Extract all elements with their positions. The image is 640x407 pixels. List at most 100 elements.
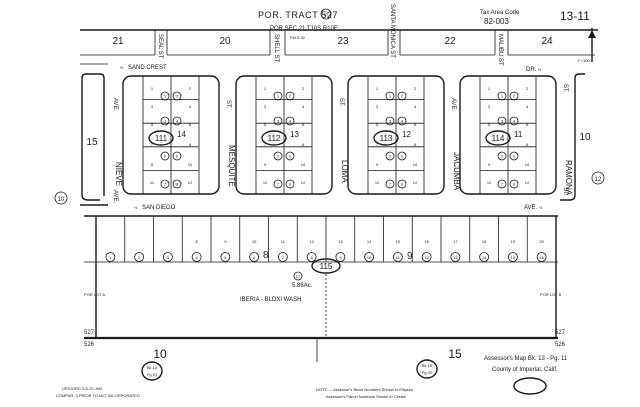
strip-parcel-circle xyxy=(162,252,173,262)
header-circle-ref: 07 xyxy=(324,12,329,17)
parcel-number: 6 xyxy=(176,154,179,159)
parcel-circle xyxy=(385,116,395,126)
strip-parcel-number: 6 xyxy=(253,255,256,260)
jacumba-street-label: JACUMBA xyxy=(452,152,461,191)
strip-parcel-number: 1 xyxy=(109,255,112,260)
strip-lot-number: 12 xyxy=(309,239,314,244)
left-block-number: 15 xyxy=(86,137,98,148)
top-block-2: 20 xyxy=(219,36,231,47)
ramona-st-top: ST. xyxy=(562,84,568,93)
strip-parcel-circle xyxy=(536,252,547,262)
strip-parcel-number: 8 xyxy=(311,255,314,260)
parcel-circle xyxy=(497,91,507,101)
lot-number-left: 11 xyxy=(487,180,492,185)
lot-number-left: 7 xyxy=(376,142,379,147)
updated-note: UPDATED 3-5-70 JMS xyxy=(62,386,103,391)
lot-number-right: 2 xyxy=(414,86,417,91)
top-block-3: 23 xyxy=(337,36,349,47)
lot-number-right: 4 xyxy=(302,104,305,109)
strip-parcel-circle xyxy=(392,252,403,262)
strip-parcel-circle xyxy=(364,252,375,262)
parcel-number: 1 xyxy=(389,94,392,99)
strip-lot-number: 17 xyxy=(453,239,458,244)
lot-number-right: 12 xyxy=(413,180,418,185)
lot-number-right: 8 xyxy=(414,142,417,147)
block-ellipse xyxy=(485,130,511,146)
bottom-block-right: 15 xyxy=(448,347,462,361)
block-115-number: 115 xyxy=(320,262,333,271)
lot-number-right: 8 xyxy=(526,142,529,147)
right-side-circle xyxy=(591,171,605,185)
scale-note: 1"=100' xyxy=(577,58,591,63)
parcel-number: 3 xyxy=(389,119,392,124)
parcel-number: 5 xyxy=(389,154,392,159)
strip-parcel-number: 15 xyxy=(511,255,516,260)
lot-number-right: 2 xyxy=(302,86,305,91)
sand-crest-label: SAND CREST xyxy=(128,65,167,71)
sand-crest-half: ½ xyxy=(120,65,124,70)
svg-text:Pg 01: Pg 01 xyxy=(147,372,158,377)
parcel-number: 7 xyxy=(277,182,280,187)
lot-number-left: 5 xyxy=(264,122,267,127)
lot-number-left: 5 xyxy=(376,122,379,127)
left-side-circle xyxy=(54,191,68,205)
parcel-number: 3 xyxy=(164,119,167,124)
strip-parcel-number: 10 xyxy=(367,255,372,260)
tract-north-left: 527 xyxy=(84,330,95,336)
block-id: 113 xyxy=(380,134,393,143)
lot-number-left: 7 xyxy=(488,142,491,147)
lot-number-right: 4 xyxy=(189,104,192,109)
strip-parcel-circle xyxy=(421,252,432,262)
strip-parcel-number: 5 xyxy=(224,255,227,260)
lot-number-right: 12 xyxy=(301,180,306,185)
parcel-number: 2 xyxy=(513,94,516,99)
lot-number-left: 11 xyxy=(150,180,155,185)
strip-parcel-circle xyxy=(105,252,116,262)
lot-number-right: 8 xyxy=(302,142,305,147)
parcel-circle xyxy=(172,91,182,101)
mesquite-street-label: MESQUITE xyxy=(227,145,236,187)
parcel-circle xyxy=(172,116,182,126)
strip-parcel-number: 3 xyxy=(167,255,170,260)
book-ref-right: Bk 16 Pg 02 xyxy=(416,359,438,379)
header-circle xyxy=(320,8,332,20)
strip-parcel-circle xyxy=(191,252,202,262)
note-ellipses: NOTE — Assessor's Block Numbers Shown in… xyxy=(316,387,413,392)
strip-lot-number: 9 xyxy=(224,239,227,244)
strip-lot-number: 16 xyxy=(424,239,429,244)
parcel-17-circle xyxy=(293,271,303,281)
right-side-circle-num: 12 xyxy=(595,177,602,183)
strip-parcel-number: 9 xyxy=(339,255,342,260)
ramona-street-label: RAMONA xyxy=(564,160,573,196)
parcel-circle xyxy=(397,116,407,126)
right-outer-line xyxy=(560,78,576,201)
strip-lot-label-left: 8 xyxy=(263,250,269,261)
acreage-label: 5.86Ac. xyxy=(292,283,313,289)
parcel-number: 4 xyxy=(401,119,404,124)
top-block-1: 21 xyxy=(112,36,124,47)
parcel-number: 4 xyxy=(289,119,292,124)
block-number: 11 xyxy=(514,130,523,139)
tract-north-right: 527 xyxy=(555,330,566,336)
lot-number-right: 8 xyxy=(189,142,192,147)
lot-number-right: 2 xyxy=(189,86,192,91)
lot-number-left: 1 xyxy=(376,86,379,91)
san-diego-ave-label: AVE. xyxy=(524,205,538,211)
strip-parcel-circle xyxy=(335,252,346,262)
lot-number-right: 12 xyxy=(525,180,530,185)
lot-number-right: 4 xyxy=(526,104,529,109)
parcel-circle xyxy=(497,151,507,161)
strip-parcel-number: 7 xyxy=(282,255,285,260)
lot-number-left: 1 xyxy=(488,86,491,91)
parcel-circle xyxy=(509,91,519,101)
parcel-number: 2 xyxy=(176,94,179,99)
parcel-circle xyxy=(285,179,295,189)
parcel-circle xyxy=(273,116,283,126)
parcel-circle xyxy=(397,91,407,101)
lot-number-right: 6 xyxy=(526,122,529,127)
loma-street-label: LOMA xyxy=(340,160,349,183)
block-ellipse xyxy=(148,130,174,146)
